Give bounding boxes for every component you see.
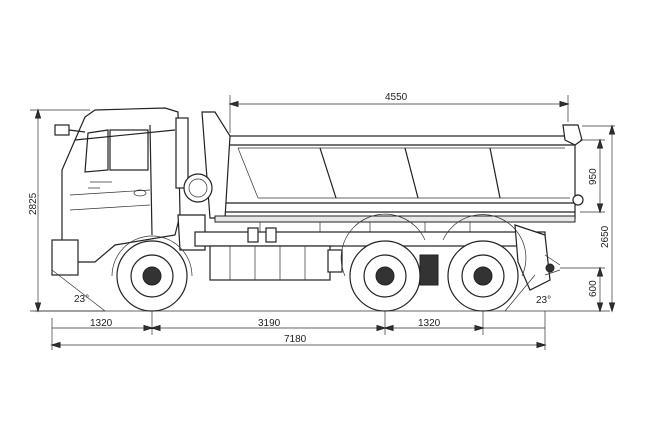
rear-wheel-1 bbox=[349, 240, 421, 312]
dim-body-length: 4550 bbox=[385, 92, 408, 103]
dim-side-height: 950 bbox=[588, 168, 599, 185]
cab bbox=[51, 107, 213, 276]
dim-overall-length: 7180 bbox=[284, 334, 307, 345]
dump-body bbox=[201, 111, 584, 232]
approach-angle: 23° bbox=[74, 294, 89, 305]
rear-fender bbox=[340, 213, 527, 277]
dim-rear-overhang-height: 600 bbox=[588, 280, 599, 297]
dim-wheelbase: 3190 bbox=[258, 318, 281, 329]
dim-front-overhang: 1320 bbox=[90, 318, 113, 329]
dim-overall-height: 2825 bbox=[28, 192, 39, 215]
dim-platform-height: 2650 bbox=[600, 225, 611, 248]
dim-bogie-spacing: 1320 bbox=[418, 318, 441, 329]
departure-angle: 23° bbox=[536, 295, 551, 306]
dimension-lines bbox=[30, 95, 616, 350]
rear-wheel-2 bbox=[447, 240, 519, 312]
chassis bbox=[194, 224, 561, 291]
front-wheel bbox=[111, 235, 193, 312]
